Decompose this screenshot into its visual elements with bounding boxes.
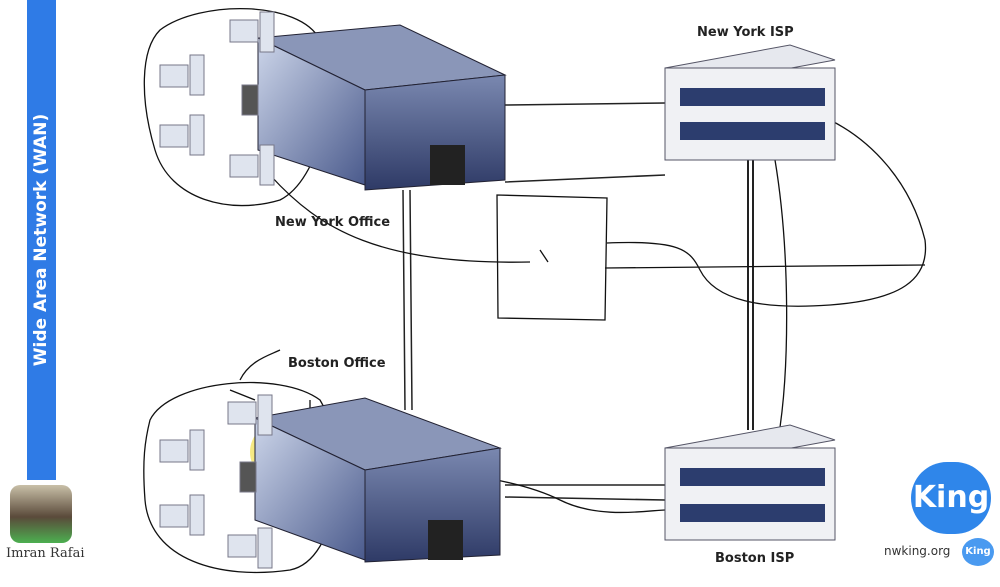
presenter-name: Imran Rafai [6,546,85,561]
king-logo: King [911,462,991,534]
new-york-isp-label: New York ISP [697,25,794,40]
new-york-isp-building [664,44,836,161]
new-york-office-building [256,24,507,191]
new-york-office-label: New York Office [275,215,391,230]
network-links [402,102,754,501]
boston-isp-building [664,424,836,541]
boston-office-building [253,397,502,563]
boston-isp-label: Boston ISP [715,551,795,566]
boston-office-label: Boston Office [288,356,386,371]
title-banner: Wide Area Network (WAN) [27,0,56,480]
presenter-avatar [10,485,72,543]
computers [159,11,275,569]
king-logo-small: King [962,538,994,566]
logo-url: nwking.org [884,544,951,558]
